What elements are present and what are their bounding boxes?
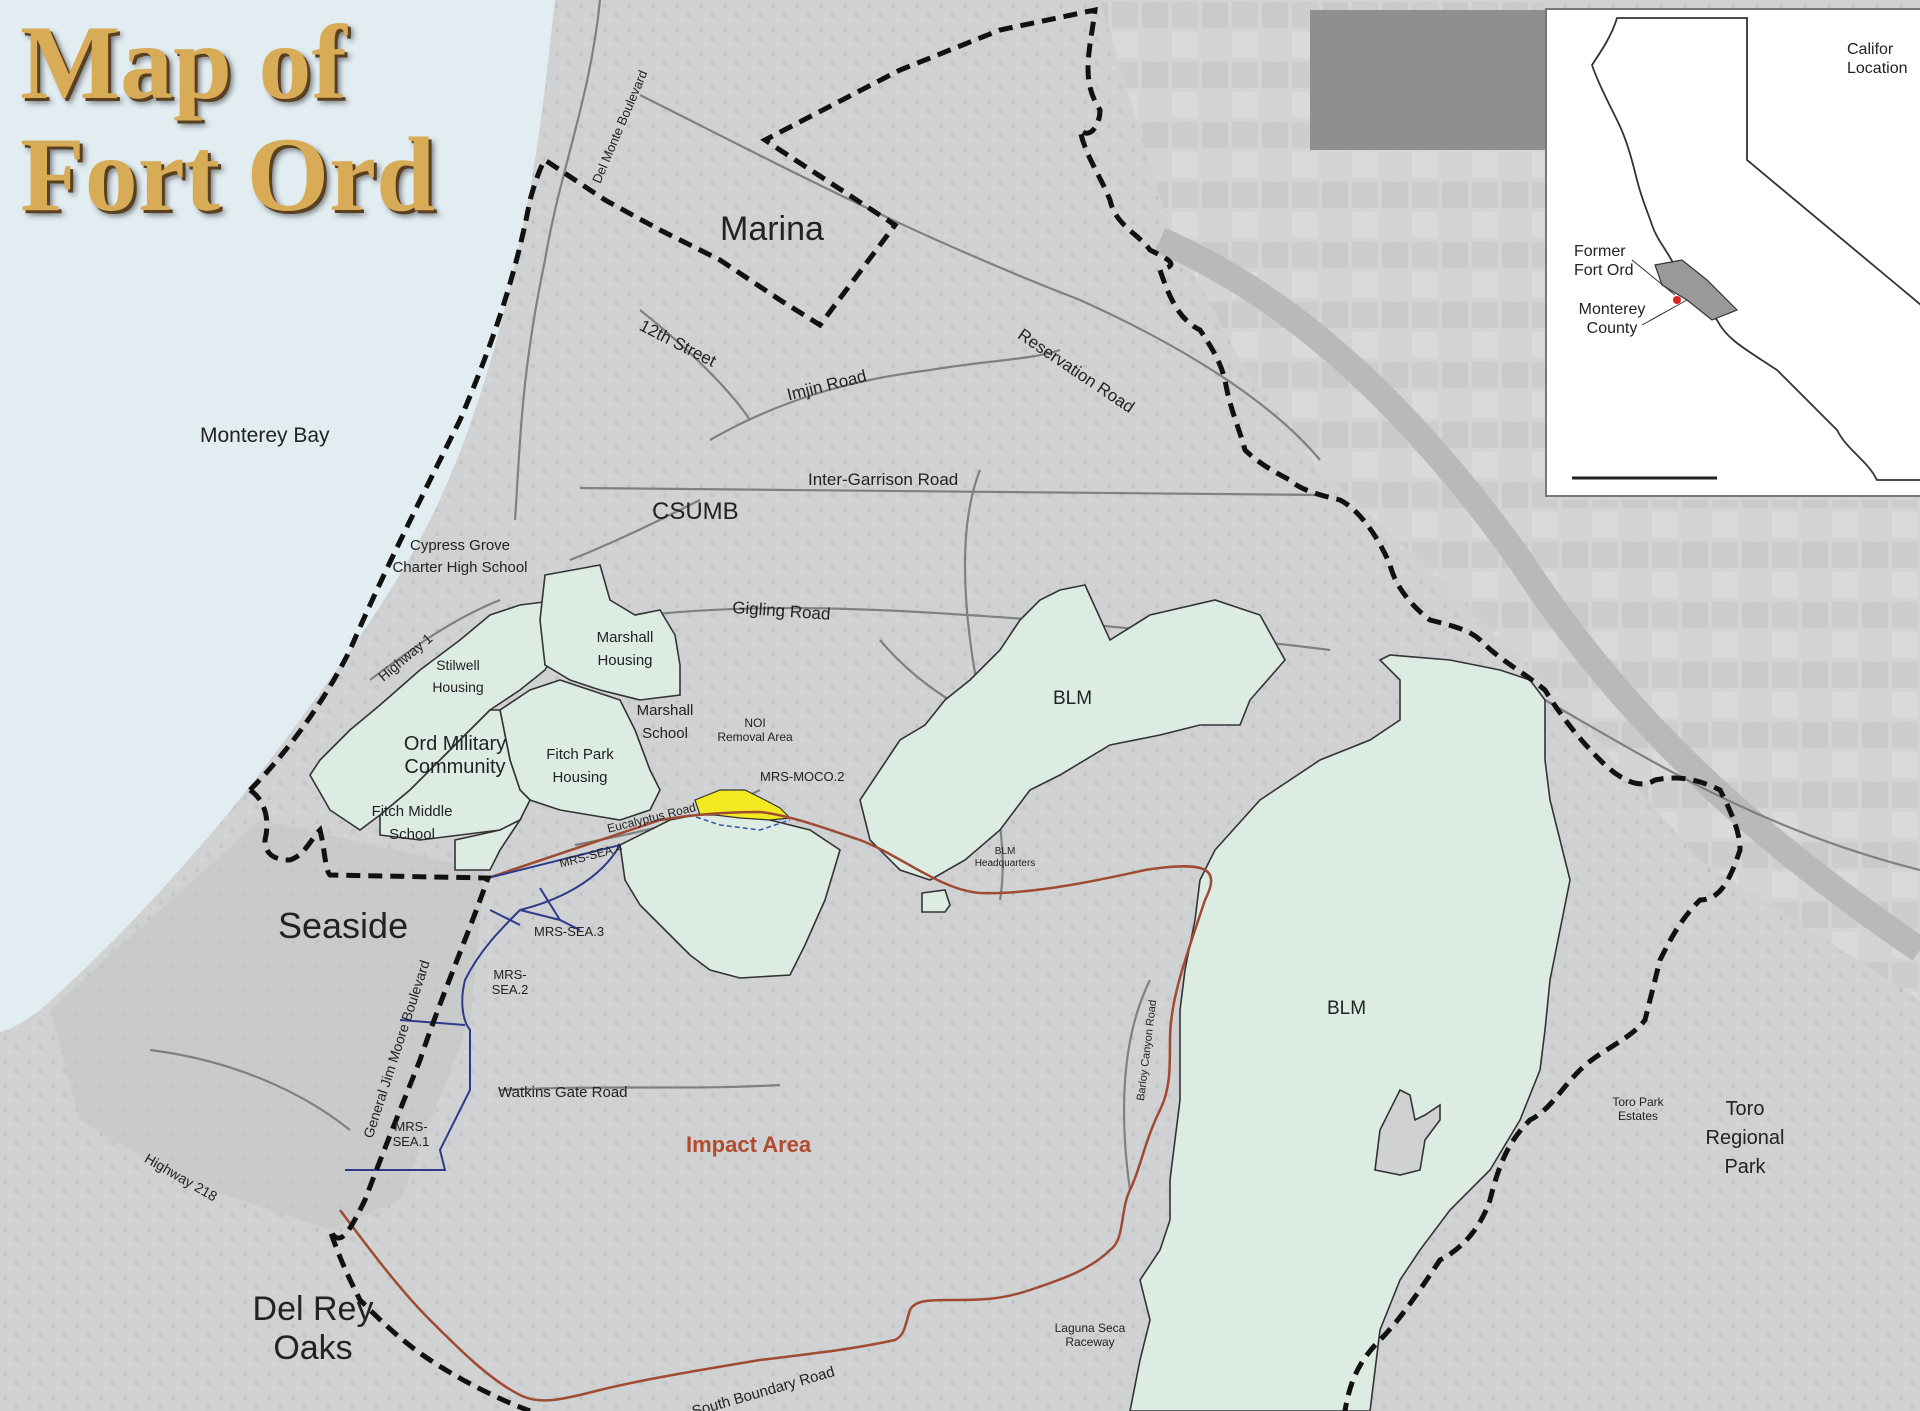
- fitch-park-line-1: Fitch Park: [546, 746, 614, 763]
- mrs-sea-boundaries: [345, 843, 623, 1171]
- marshall-school-line-1: Marshall: [636, 702, 694, 719]
- fort-ord-boundary: [248, 6, 1743, 1411]
- fitch-middle-line-2: School: [389, 826, 435, 844]
- fort-ord-boundary-south: [248, 787, 531, 1411]
- marina-label: Marina: [720, 210, 824, 248]
- blm-hq-line-2: Headquarters: [974, 857, 1036, 869]
- fitch-middle-school-label: Fitch Middle School: [352, 800, 472, 847]
- laguna-seca-line-2: Raceway: [1065, 1334, 1115, 1349]
- stilwell-housing-label: Stilwell Housing: [413, 654, 503, 699]
- mrs-sea-1-line-2: SEA.1: [392, 1133, 430, 1149]
- marshall-housing-line-1: Marshall: [596, 629, 654, 646]
- blm-headquarters-label: BLM Headquarters: [955, 846, 1055, 869]
- del-rey-oaks-line-1: Del Rey: [252, 1290, 374, 1328]
- cypress-line-2: Charter High School: [392, 558, 528, 576]
- stilwell-housing: [309, 599, 566, 831]
- mrs-moco-2-label: MRS-MOCO.2: [760, 769, 845, 784]
- former-fort-ord-label: Former Fort Ord: [1574, 242, 1634, 280]
- fitch-middle-line-1: Fitch Middle: [371, 803, 453, 820]
- blm-north: [859, 584, 1286, 881]
- marshall-housing: [539, 564, 681, 701]
- mrs-sea-1-line-1: MRS-: [394, 1119, 428, 1134]
- fitch-middle: [454, 817, 523, 871]
- laguna-seca-line-1: Laguna Seca: [1054, 1321, 1126, 1335]
- fitch-park-housing-label: Fitch Park Housing: [530, 744, 630, 789]
- blm-island: [1374, 1088, 1441, 1176]
- marshall-housing-label: Marshall Housing: [580, 626, 670, 673]
- inset-title: Califor Location: [1847, 40, 1920, 78]
- monterey-bay-label: Monterey Bay: [200, 424, 330, 447]
- mrs-sea-2-line-2: SEA.2: [491, 981, 529, 997]
- blm-south-label: BLM: [1327, 998, 1367, 1019]
- mrs-sea-1-label: MRS- SEA.1: [381, 1119, 441, 1150]
- inter-garrison-road-label: Inter-Garrison Road: [808, 470, 959, 489]
- del-rey-oaks-label: Del Rey Oaks: [238, 1290, 388, 1368]
- monterey-county-label: Monterey County: [1572, 300, 1652, 338]
- fort-ord-marker: [1673, 296, 1681, 304]
- california-shape: [1591, 17, 1920, 481]
- title-line-1: Map of: [20, 4, 347, 121]
- toro-line-3: Park: [1724, 1156, 1766, 1178]
- mrs-sea-2-line-1: MRS-: [493, 967, 527, 982]
- inset-title-line-1: Califor: [1847, 41, 1894, 58]
- toro-line-1: Toro: [1725, 1098, 1765, 1120]
- inset-title-line-2: Location: [1847, 60, 1908, 78]
- marshall-school-line-2: School: [642, 724, 688, 742]
- ord-military-community-label: Ord Military Community: [385, 733, 525, 779]
- noi-line-1: NOI: [744, 716, 766, 730]
- marshall-school-label: Marshall School: [625, 700, 705, 745]
- parcels: [309, 564, 1571, 1411]
- toro-park-estates-line-1: Toro Park: [1612, 1095, 1664, 1109]
- monterey-bay-water: [0, 0, 555, 1032]
- mrs-sea-2-label: MRS- SEA.2: [480, 967, 540, 998]
- stilwell-line-2: Housing: [432, 679, 484, 696]
- former-line-2: Fort Ord: [1574, 262, 1634, 280]
- toro-line-2: Regional: [1705, 1127, 1785, 1149]
- noi-removal-area-label: NOI Removal Area: [705, 716, 805, 745]
- impact-boundary: [339, 810, 1213, 1402]
- ord-military: [379, 709, 531, 841]
- county-line-2: County: [1586, 320, 1638, 338]
- laguna-seca-label: Laguna Seca Raceway: [1030, 1321, 1150, 1350]
- ord-military-line-2: Community: [404, 756, 506, 778]
- mrs-sea-3-label: MRS-SEA.3: [534, 924, 605, 939]
- seaside-label: Seaside: [278, 905, 409, 946]
- cypress-grove-label: Cypress Grove Charter High School: [375, 535, 545, 579]
- stilwell-line-1: Stilwell: [436, 657, 480, 673]
- county-line-1: Monterey: [1578, 301, 1646, 318]
- former-line-1: Former: [1574, 243, 1626, 260]
- blm-hq-lot: [921, 889, 951, 913]
- dark-field: [1310, 10, 1545, 150]
- blm-hq-line-1: BLM: [994, 846, 1016, 857]
- impact-area-label: Impact Area: [686, 1132, 812, 1157]
- toro-park-estates-label: Toro Park Estates: [1598, 1095, 1678, 1124]
- csumb-label: CSUMB: [652, 498, 739, 525]
- watkins-gate-road-label: Watkins Gate Road: [498, 1084, 628, 1101]
- former-fort-ord-leader: [1631, 259, 1676, 296]
- monterey-county-leader: [1641, 299, 1688, 326]
- california-outline: [1572, 17, 1920, 481]
- seaside-urban: [50, 820, 485, 1230]
- river: [1154, 228, 1920, 961]
- blm-north-label: BLM: [1053, 688, 1093, 709]
- noi-line-2: Removal Area: [717, 729, 793, 744]
- cypress-line-1: Cypress Grove: [409, 537, 511, 554]
- del-rey-oaks-line-2: Oaks: [273, 1329, 353, 1368]
- california-location-inset: Califor Location Former Fort Ord Montere…: [1545, 8, 1920, 497]
- title-line-2: Fort Ord: [20, 116, 436, 233]
- ord-military-line-1: Ord Military: [403, 733, 507, 755]
- toro-park-estates-line-2: Estates: [1617, 1108, 1659, 1123]
- blm-south: [1129, 654, 1571, 1411]
- map-title: Map of Fort Ord: [20, 10, 435, 234]
- toro-regional-park-label: Toro Regional Park: [1690, 1095, 1800, 1182]
- fitch-park-line-2: Housing: [552, 768, 608, 786]
- marshall-housing-line-2: Housing: [597, 652, 653, 670]
- farm-fields: [1100, 0, 1920, 1000]
